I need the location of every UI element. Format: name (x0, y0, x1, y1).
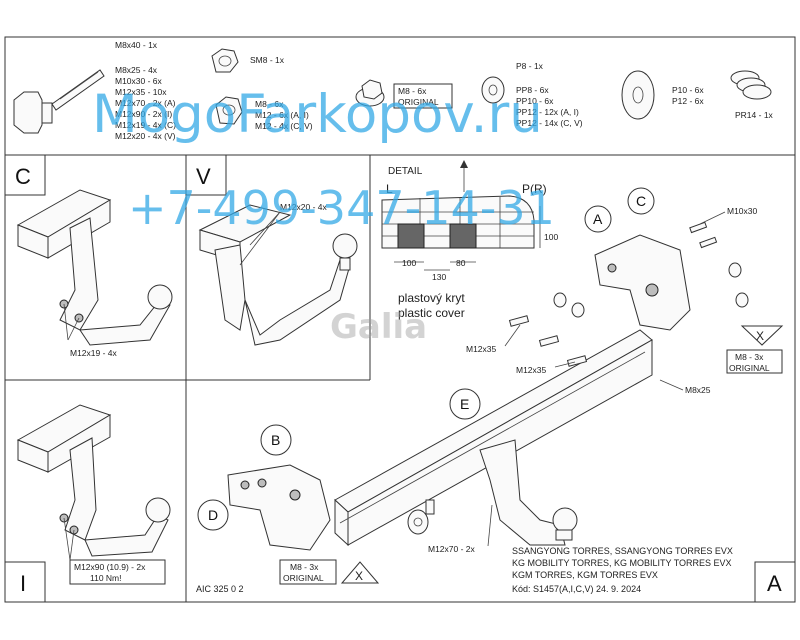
detail-dim-2: 80 (456, 258, 466, 268)
panel-i-torque: 110 Nm! (90, 573, 122, 583)
watermark-phone: +7-499-347-14-31 (128, 181, 555, 235)
main-letter: A (767, 571, 782, 596)
socket-plate-drawing (407, 499, 435, 535)
label-m12x35-a: M12x35 (466, 344, 497, 354)
svg-text:M8 - 3x: M8 - 3x (735, 352, 764, 362)
hardware-row: M8x40 - 1x M8x25 - 4x M10x30 - 6x M12x35… (13, 40, 774, 141)
bolt-list-3: M12x70 - 2x (A) (115, 98, 176, 108)
p-big-0: P10 - 6x (672, 85, 704, 95)
panel-c: C M12x19 - 4x (4, 154, 173, 358)
bolt-list-1: M10x30 - 6x (115, 76, 163, 86)
detail-l: L (386, 182, 393, 196)
bolt-list-4: M12x90 - 2x (I) (115, 109, 172, 119)
bracket-a-drawing (594, 234, 691, 331)
sm8-label: SM8 - 1x (250, 55, 285, 65)
bracket-c-drawing (16, 189, 173, 346)
svg-text:X: X (355, 569, 363, 583)
bracket-b-drawing (227, 464, 331, 551)
callout-d (197, 499, 229, 531)
x-triangle-right (740, 325, 784, 346)
label-m8x25: M8x25 (685, 385, 711, 395)
bumper-cover-drawing (381, 195, 535, 249)
crossbar-drawing (334, 329, 653, 547)
pp-list-2: PP12 - 12x (A, I) (516, 107, 579, 117)
panel-i-letter: I (20, 571, 26, 596)
washer-icon (481, 76, 505, 104)
bolt-list-2: M12x35 - 10x (115, 87, 167, 97)
pp-list-0: PP8 - 6x (516, 85, 549, 95)
vehicle-line-1: KG MOBILITY TORRES, KG MOBILITY TORRES E… (512, 558, 732, 568)
large-washer-icon (621, 70, 655, 120)
detail-dim-3: 100 (544, 232, 558, 242)
callout-c (627, 187, 655, 215)
detail-title: DETAIL (388, 166, 423, 177)
right-original-box (726, 349, 783, 374)
panel-v-bolt-label: M12x20 - 4x (280, 202, 328, 212)
svg-text:B: B (271, 432, 280, 448)
svg-text:ORIGINAL: ORIGINAL (729, 363, 770, 373)
detail-cover-en: plastic cover (398, 306, 465, 320)
bolt-m8x40-label: M8x40 - 1x (115, 40, 158, 50)
tow-ball-drawing (479, 439, 578, 546)
flange-nut-icon (355, 79, 385, 107)
bolt-icon (13, 69, 105, 134)
detail-pr: P(R) (522, 182, 547, 196)
x-triangle-left (340, 561, 380, 584)
watermark-site: MogoFarkopov.ru (92, 84, 543, 145)
vehicle-line-0: SSANGYONG TORRES, SSANGYONG TORRES EVX (512, 546, 733, 556)
m8-original-1: ORIGINAL (398, 97, 439, 107)
bolt-list-0: M8x25 - 4x (115, 65, 158, 75)
detail-cover-cz: plastový kryt (398, 291, 465, 305)
hex-nut-icon (215, 96, 243, 125)
svg-text:M8 - 3x: M8 - 3x (290, 562, 319, 572)
panel-v-letter: V (196, 164, 211, 189)
label-m12x70: M12x70 - 2x (428, 544, 476, 554)
callout-a (584, 205, 612, 233)
panel-v: V M12x20 - 4x (185, 154, 358, 346)
svg-text:E: E (460, 396, 469, 412)
bracket-i-drawing (16, 404, 171, 557)
bolt-list-6: M12x20 - 4x (V) (115, 131, 176, 141)
p8-label: P8 - 1x (516, 61, 544, 71)
m8-original-0: M8 - 6x (398, 86, 427, 96)
code-line: Kód: S1457(A,I,C,V) 24. 9. 2024 (512, 584, 641, 594)
svg-text:C: C (636, 193, 646, 209)
panel-c-letter: C (15, 164, 31, 189)
bolt-list-5: M12x19 - 4x (C) (115, 120, 176, 130)
original-box (393, 83, 453, 109)
nut-list-0: M8 - 6x (255, 99, 284, 109)
main-assembly: A A C E B D (196, 187, 796, 603)
pr14-label: PR14 - 1x (735, 110, 774, 120)
lock-nut-icon (211, 48, 239, 73)
svg-text:D: D (208, 507, 218, 523)
callout-e (449, 388, 481, 420)
pp-list-3: PP12 - 14x (C, V) (516, 118, 583, 128)
bolt-set-right (508, 221, 749, 367)
label-m10x30: M10x30 (727, 206, 758, 216)
vehicle-line-2: KGM TORRES, KGM TORRES EVX (512, 570, 658, 580)
svg-text:X: X (756, 329, 764, 343)
nut-list-2: M12 - 4x (C, V) (255, 121, 313, 131)
pp-list-1: PP10 - 6x (516, 96, 554, 106)
galia-logo: Galia (330, 307, 427, 347)
detail-dim-0: 100 (402, 258, 416, 268)
left-original-box (279, 559, 337, 585)
detail-dim-1: 130 (432, 272, 446, 282)
nut-list-1: M12 - 6x (A, I) (255, 110, 309, 120)
detail-panel: DETAIL L P(R) 100 130 80 100 plastový kr… (381, 160, 558, 320)
panel-i-bolt-label: M12x90 (10.9) - 2x (74, 562, 146, 572)
drawing-number: AIC 325 0 2 (196, 584, 244, 594)
panel-i: I M12x90 (10.9) - 2x 110 Nm! (4, 404, 171, 603)
p-big-1: P12 - 6x (672, 96, 704, 106)
spring-washer-icon (730, 70, 772, 100)
bracket-v-drawing (198, 204, 358, 346)
callout-b (260, 424, 292, 456)
label-m12x35-b: M12x35 (516, 365, 547, 375)
svg-text:ORIGINAL: ORIGINAL (283, 573, 324, 583)
panel-c-bolt-label: M12x19 - 4x (70, 348, 118, 358)
drawing-frame (4, 36, 796, 603)
svg-text:A: A (593, 211, 603, 227)
